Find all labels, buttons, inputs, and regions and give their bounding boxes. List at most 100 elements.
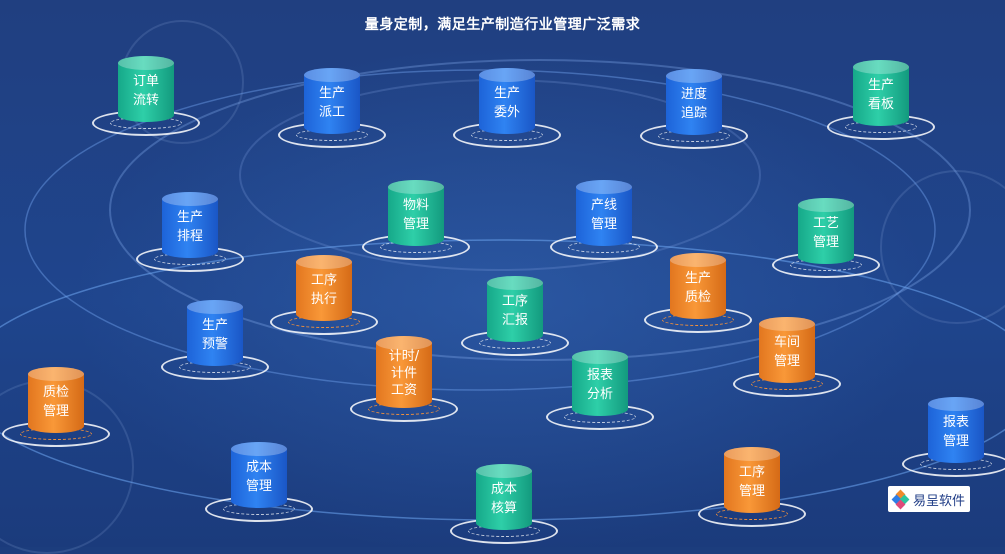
module-label: 生产排程 — [162, 208, 218, 246]
module-label-line: 生产 — [201, 318, 228, 333]
module-process-craft[interactable]: 工艺管理 — [772, 196, 880, 280]
module-cylinder: 生产预警 — [187, 300, 243, 366]
module-label-line: 管理 — [42, 404, 69, 419]
module-label-line: 看板 — [867, 97, 894, 112]
module-label-line: 车间 — [773, 335, 800, 350]
module-cylinder: 进度追踪 — [666, 69, 722, 135]
logo-text: 易呈软件 — [912, 493, 965, 509]
module-label-line: 订单 — [132, 74, 159, 89]
module-label-line: 物料 — [402, 198, 429, 213]
module-label-line: 生产 — [176, 210, 203, 225]
module-process-mgmt[interactable]: 工序管理 — [698, 445, 806, 529]
module-label: 工序执行 — [296, 271, 352, 309]
module-dispatch[interactable]: 生产派工 — [278, 66, 386, 150]
module-label: 报表分析 — [572, 366, 628, 404]
module-label-line: 工资 — [390, 383, 417, 398]
module-label-line: 排程 — [176, 229, 203, 244]
module-label-line: 生产 — [318, 86, 345, 101]
module-label: 生产派工 — [304, 84, 360, 122]
module-label-line: 流转 — [132, 93, 159, 108]
module-process-exec[interactable]: 工序执行 — [270, 253, 378, 337]
module-label-line: 管理 — [812, 235, 839, 250]
module-wages[interactable]: 计时/计件工资 — [350, 336, 458, 424]
module-cylinder: 计时/计件工资 — [376, 336, 432, 408]
module-report-analysis[interactable]: 报表分析 — [546, 348, 654, 432]
module-line-mgmt[interactable]: 产线管理 — [550, 178, 658, 262]
module-label: 计时/计件工资 — [376, 348, 432, 399]
module-label-line: 质检 — [42, 385, 69, 400]
module-label-line: 成本 — [245, 460, 272, 475]
module-label-line: 管理 — [942, 434, 969, 449]
module-label-line: 管理 — [402, 217, 429, 232]
module-label: 工艺管理 — [798, 214, 854, 252]
module-material[interactable]: 物料管理 — [362, 178, 470, 262]
module-order-flow[interactable]: 订单流转 — [92, 54, 200, 138]
module-cylinder: 成本核算 — [476, 464, 532, 530]
module-quality-check[interactable]: 生产质检 — [644, 251, 752, 335]
module-progress[interactable]: 进度追踪 — [640, 67, 748, 151]
module-cylinder: 生产派工 — [304, 68, 360, 134]
module-cylinder: 生产排程 — [162, 192, 218, 258]
module-label: 工序管理 — [724, 463, 780, 501]
module-process-report[interactable]: 工序汇报 — [461, 274, 569, 358]
module-cylinder: 物料管理 — [388, 180, 444, 246]
module-cylinder: 工序管理 — [724, 447, 780, 513]
module-label: 生产质检 — [670, 269, 726, 307]
module-label-line: 报表 — [942, 415, 969, 430]
module-label-line: 生产 — [493, 86, 520, 101]
module-label-line: 进度 — [680, 87, 707, 102]
module-label: 质检管理 — [28, 383, 84, 421]
module-cylinder: 成本管理 — [231, 442, 287, 508]
module-cylinder: 报表分析 — [572, 350, 628, 416]
module-cylinder: 产线管理 — [576, 180, 632, 246]
module-label-line: 生产 — [684, 271, 711, 286]
module-label-line: 管理 — [590, 217, 617, 232]
module-dashboard[interactable]: 生产看板 — [827, 58, 935, 142]
module-cylinder: 工序执行 — [296, 255, 352, 321]
module-label-line: 产线 — [590, 198, 617, 213]
module-cylinder: 车间管理 — [759, 317, 815, 383]
module-label-line: 分析 — [586, 387, 613, 402]
module-label-line: 追踪 — [680, 106, 707, 121]
module-cost-calc[interactable]: 成本核算 — [450, 462, 558, 546]
module-label: 订单流转 — [118, 72, 174, 110]
module-label: 生产预警 — [187, 316, 243, 354]
module-label-line: 管理 — [738, 484, 765, 499]
logo-icon — [891, 489, 910, 510]
module-qc-mgmt[interactable]: 质检管理 — [2, 365, 110, 449]
module-label-line: 执行 — [310, 292, 337, 307]
brand-logo: 易呈软件 — [888, 486, 970, 512]
module-label-line: 工序 — [310, 273, 337, 288]
module-scheduling[interactable]: 生产排程 — [136, 190, 244, 274]
module-label-line: 工艺 — [812, 216, 839, 231]
module-cylinder: 生产质检 — [670, 253, 726, 319]
module-label-line: 派工 — [318, 105, 345, 120]
module-label: 车间管理 — [759, 333, 815, 371]
module-cost-mgmt[interactable]: 成本管理 — [205, 440, 313, 524]
module-label: 成本管理 — [231, 458, 287, 496]
module-cylinder: 生产委外 — [479, 68, 535, 134]
module-label-line: 生产 — [867, 78, 894, 93]
module-label: 生产委外 — [479, 84, 535, 122]
module-label: 生产看板 — [853, 76, 909, 114]
module-label-line: 工序 — [738, 465, 765, 480]
module-label: 进度追踪 — [666, 85, 722, 123]
module-cylinder: 订单流转 — [118, 56, 174, 122]
page-title: 量身定制，满足生产制造行业管理广泛需求 — [364, 17, 641, 33]
module-label-line: 管理 — [773, 354, 800, 369]
module-report-mgmt[interactable]: 报表管理 — [902, 395, 1005, 479]
module-label-line: 预警 — [201, 337, 228, 352]
module-label-line: 管理 — [245, 479, 272, 494]
module-label: 产线管理 — [576, 196, 632, 234]
module-cylinder: 报表管理 — [928, 397, 984, 463]
module-cylinder: 工序汇报 — [487, 276, 543, 342]
module-label-line: 计时/ — [388, 349, 420, 364]
module-outsourcing[interactable]: 生产委外 — [453, 66, 561, 150]
module-warning[interactable]: 生产预警 — [161, 298, 269, 382]
module-workshop[interactable]: 车间管理 — [733, 315, 841, 399]
module-label: 成本核算 — [476, 480, 532, 518]
module-label: 工序汇报 — [487, 292, 543, 330]
module-label-line: 质检 — [684, 290, 711, 305]
module-label-line: 工序 — [501, 294, 528, 309]
